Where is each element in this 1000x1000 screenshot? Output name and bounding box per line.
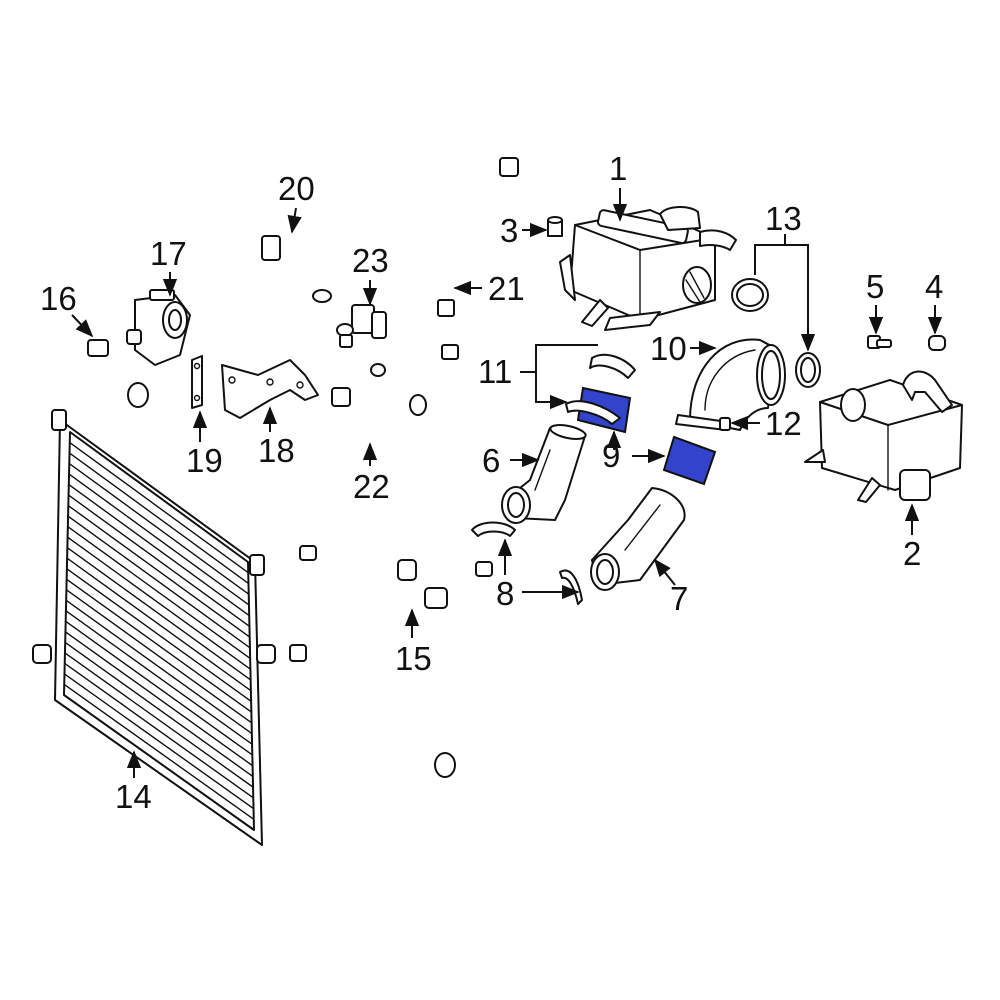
part-6-pipe[interactable] — [501, 422, 587, 524]
callout-2: 2 — [903, 535, 921, 572]
radiator-fin — [65, 610, 253, 745]
callout-8: 8 — [496, 575, 514, 612]
radiator-fin — [63, 683, 255, 820]
callout-13: 13 — [765, 200, 802, 237]
callouts: 1 2 3 4 5 6 7 8 9 10 11 12 — [40, 150, 943, 815]
callout-23: 23 — [352, 242, 389, 279]
callout-20: 20 — [278, 170, 315, 207]
callout-10: 10 — [650, 330, 687, 367]
part-3-nut[interactable] — [547, 216, 563, 237]
radiator-fin — [67, 525, 251, 660]
callout-12: 12 — [765, 405, 802, 442]
part-10-elbow-duct[interactable] — [689, 338, 786, 431]
radiator-fin — [65, 599, 253, 735]
callout-22: 22 — [353, 468, 390, 505]
radiator-fin — [66, 568, 252, 703]
callout-15: 15 — [395, 640, 432, 677]
callout-3: 3 — [500, 212, 518, 249]
radiator-fin — [66, 536, 252, 670]
radiator-fin — [65, 589, 253, 724]
radiator-fin — [67, 515, 251, 649]
callout-7: 7 — [670, 580, 688, 617]
part-17-pump[interactable] — [126, 289, 191, 366]
radiator-fin — [65, 578, 253, 713]
part-12-clamp[interactable] — [675, 414, 731, 431]
callout-21: 21 — [488, 270, 525, 307]
part-22-hose[interactable] — [331, 363, 389, 446]
callout-1: 1 — [609, 150, 627, 187]
part-21-hose[interactable] — [409, 157, 519, 416]
radiator-fin — [68, 483, 250, 617]
part-2-intercooler[interactable] — [804, 370, 963, 503]
callout-18: 18 — [258, 432, 295, 469]
radiator-fin — [68, 462, 250, 595]
radiator-fin — [66, 557, 252, 692]
callout-17: 17 — [150, 235, 187, 272]
part-23-valve[interactable] — [336, 304, 387, 348]
radiator-fin — [69, 441, 249, 574]
callout-9: 9 — [602, 437, 620, 474]
radiator-fin — [64, 652, 254, 788]
part-20-hose[interactable] — [261, 235, 332, 303]
callout-11: 11 — [478, 353, 512, 390]
part-15-hose[interactable] — [288, 542, 515, 778]
callout-14: 14 — [115, 778, 152, 815]
part-1-intercooler[interactable] — [559, 206, 737, 331]
radiator-fin — [64, 641, 254, 778]
part-14-radiator[interactable] — [32, 409, 276, 846]
part-4-cap[interactable] — [928, 335, 946, 351]
part-9-hose-lower[interactable] — [662, 435, 717, 486]
part-7-duct[interactable] — [590, 487, 686, 591]
callout-6: 6 — [482, 442, 500, 479]
part-16-hose[interactable] — [79, 334, 151, 408]
radiator-fin — [64, 631, 254, 767]
part-18-bracket[interactable] — [221, 359, 319, 419]
part-11-clamps[interactable] — [565, 353, 636, 425]
callout-16: 16 — [40, 280, 77, 317]
radiator-fin — [63, 673, 255, 810]
callout-4: 4 — [925, 268, 943, 305]
radiator-fin — [68, 452, 250, 585]
radiator-fin — [67, 504, 251, 638]
part-19-bracket[interactable] — [191, 355, 203, 409]
part-5-bolt[interactable] — [867, 335, 892, 349]
radiator-fin — [64, 620, 254, 756]
radiator-fin — [64, 662, 254, 799]
radiator-fin — [66, 547, 252, 681]
radiator-fin — [68, 473, 250, 606]
callout-19: 19 — [186, 442, 223, 479]
callout-5: 5 — [866, 268, 884, 305]
part-13-clamps[interactable] — [731, 278, 821, 388]
radiator-fin — [67, 494, 251, 628]
